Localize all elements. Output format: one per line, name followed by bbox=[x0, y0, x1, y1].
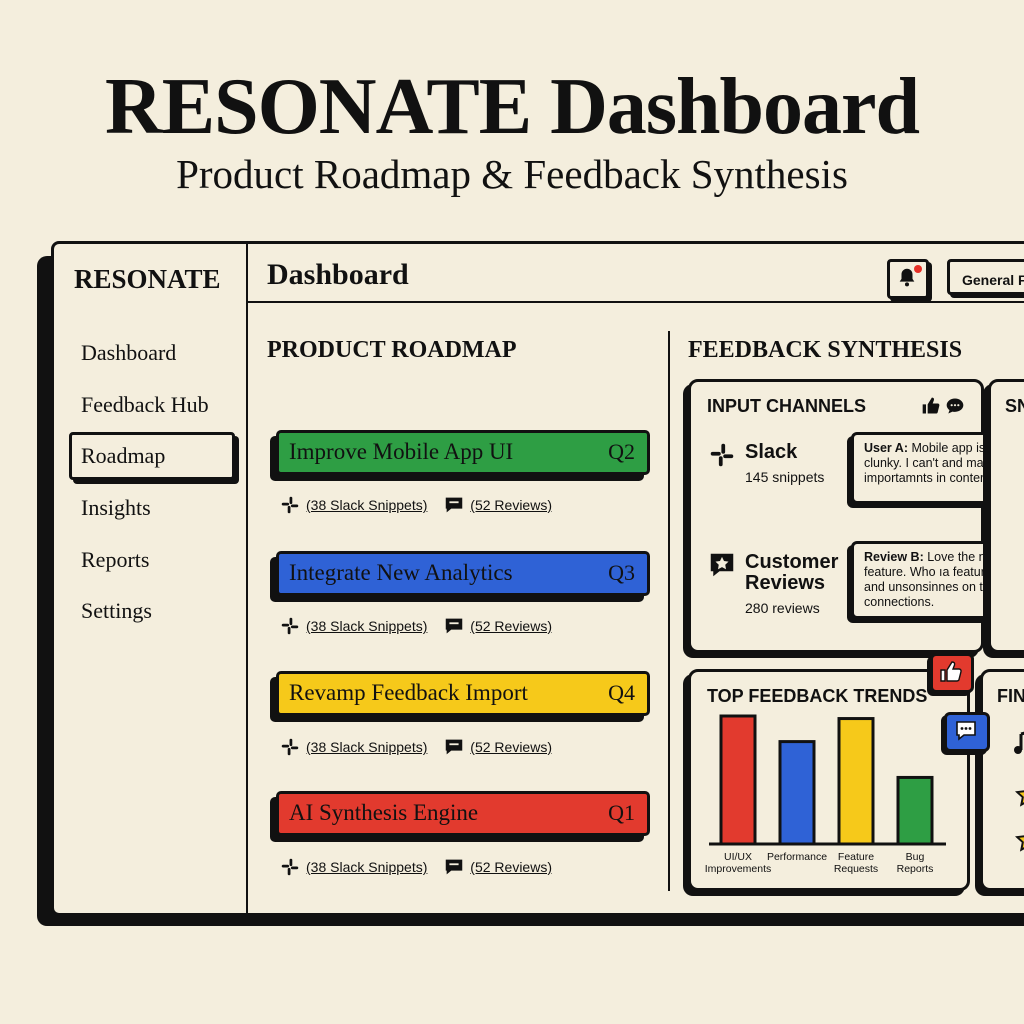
findings-panel: FIN bbox=[980, 669, 1024, 891]
star-chat-icon bbox=[707, 550, 737, 585]
roadmap-card-name: Improve Mobile App UI bbox=[289, 439, 514, 464]
review-icon bbox=[443, 615, 465, 640]
header-title: Dashboard bbox=[267, 258, 409, 291]
chat-reaction-badge bbox=[944, 712, 990, 752]
roadmap-title: PRODUCT ROADMAP bbox=[267, 337, 517, 363]
roadmap-card-name: Revamp Feedback Import bbox=[289, 680, 528, 705]
channel-count-slack: 145 snippets bbox=[745, 469, 825, 485]
chart-category-label: Reports bbox=[897, 863, 934, 875]
sidebar-item-feedback-hub[interactable]: Feedback Hub bbox=[81, 392, 209, 417]
sidebar-item-insights[interactable]: Insights bbox=[81, 495, 151, 520]
bell-icon bbox=[899, 268, 915, 287]
thumbs-up-icon bbox=[940, 661, 962, 682]
chat-icon bbox=[956, 721, 976, 741]
review-icon bbox=[443, 736, 465, 761]
quote-author: Review B: bbox=[864, 550, 924, 564]
quote-line: feature. Who ıa feature ape bbox=[864, 565, 1017, 579]
sidebar-item-roadmap[interactable]: Roadmap bbox=[81, 443, 166, 468]
slack-icon bbox=[279, 856, 301, 881]
slack-snippets-link[interactable]: (38 Slack Snippets) bbox=[306, 618, 428, 635]
chart-bar bbox=[896, 775, 934, 846]
feedback-title: FEEDBACK SYNTHESIS bbox=[688, 337, 963, 363]
review-icon bbox=[443, 856, 465, 881]
feed-select[interactable]: General Fe bbox=[947, 259, 1024, 295]
roadmap-card-quarter: Q3 bbox=[608, 560, 635, 585]
slack-icon bbox=[279, 494, 301, 519]
notification-button[interactable] bbox=[887, 259, 929, 299]
page-title: RESONATE Dashboard bbox=[104, 63, 920, 151]
chart-category-label: Bug bbox=[906, 851, 925, 863]
app-window: RESONATE Dashboard Feedback Hub Roadmap … bbox=[51, 241, 1024, 916]
top-header: Dashboard General Fe bbox=[247, 244, 1024, 303]
chart-category-label: Requests bbox=[834, 863, 878, 875]
reviews-link[interactable]: (52 Reviews) bbox=[470, 739, 552, 756]
channel-count-reviews: 280 reviews bbox=[745, 600, 820, 616]
roadmap-meta: (38 Slack Snippets) (52 Reviews) bbox=[279, 494, 552, 519]
brand-logo: RESONATE bbox=[74, 264, 221, 294]
chart-category-label: UI/UX bbox=[724, 851, 752, 863]
roadmap-meta: (38 Slack Snippets) (52 Reviews) bbox=[279, 736, 552, 761]
snippets-panel: SN bbox=[988, 379, 1024, 653]
quote-line: and unsonsinnes on the an bbox=[864, 580, 1015, 594]
slack-icon bbox=[279, 615, 301, 640]
quote-line: connections. bbox=[864, 595, 935, 609]
roadmap-card-ai-synthesis[interactable]: AI Synthesis Engine Q1 bbox=[276, 791, 650, 836]
thumbs-up-icon bbox=[921, 396, 941, 421]
section-divider bbox=[668, 331, 670, 891]
input-channels-title: INPUT CHANNELS bbox=[707, 396, 867, 416]
roadmap-meta: (38 Slack Snippets) (52 Reviews) bbox=[279, 615, 552, 640]
quote-author: User A: bbox=[864, 441, 908, 455]
roadmap-card-quarter: Q4 bbox=[608, 680, 635, 705]
chart-category-label: Improvements bbox=[705, 863, 772, 875]
sidebar-item-reports[interactable]: Reports bbox=[81, 547, 150, 572]
quote-line: clunky. I can't and mars m bbox=[864, 456, 1008, 470]
reviews-link[interactable]: (52 Reviews) bbox=[470, 859, 552, 876]
sidebar-item-settings[interactable]: Settings bbox=[81, 598, 152, 623]
slack-icon bbox=[279, 736, 301, 761]
chart-bar bbox=[778, 740, 816, 846]
channel-name-slack: Slack bbox=[745, 441, 798, 463]
star-icon bbox=[1014, 827, 1024, 858]
star-icon bbox=[1014, 782, 1024, 813]
slack-snippets-link[interactable]: (38 Slack Snippets) bbox=[306, 497, 428, 514]
music-note-icon bbox=[1013, 730, 1024, 761]
slack-snippets-link[interactable]: (38 Slack Snippets) bbox=[306, 739, 428, 756]
findings-panel-title: FIN bbox=[997, 686, 1024, 706]
like-reaction-badge bbox=[930, 653, 974, 693]
reviews-link[interactable]: (52 Reviews) bbox=[470, 497, 552, 514]
roadmap-meta: (38 Slack Snippets) (52 Reviews) bbox=[279, 856, 552, 881]
quote-line: importamnts in conter. bbox=[864, 471, 987, 485]
channel-name-reviews-line1: Customer bbox=[745, 551, 839, 573]
chart-bar bbox=[719, 714, 757, 846]
roadmap-card-name: AI Synthesis Engine bbox=[289, 800, 479, 825]
roadmap-card-feedback-import[interactable]: Revamp Feedback Import Q4 bbox=[276, 671, 650, 716]
trends-title: TOP FEEDBACK TRENDS bbox=[707, 686, 928, 706]
chart-bar bbox=[837, 717, 875, 846]
chart-category-label: Feature bbox=[838, 851, 874, 863]
roadmap-card-quarter: Q2 bbox=[608, 439, 635, 464]
chat-icon bbox=[945, 396, 965, 421]
slack-snippets-link[interactable]: (38 Slack Snippets) bbox=[306, 859, 428, 876]
nav-active-highlight bbox=[69, 432, 235, 480]
quote-line: Mobile app is a bit bbox=[911, 441, 1013, 455]
sidebar-item-dashboard[interactable]: Dashboard bbox=[81, 340, 177, 365]
roadmap-card-analytics[interactable]: Integrate New Analytics Q3 bbox=[276, 551, 650, 596]
page-subtitle: Product Roadmap & Feedback Synthesis bbox=[176, 151, 848, 197]
reviews-link[interactable]: (52 Reviews) bbox=[470, 618, 552, 635]
snippets-panel-title: SN bbox=[1005, 396, 1024, 416]
review-icon bbox=[443, 494, 465, 519]
chart-category-label: Performance bbox=[767, 851, 827, 863]
channel-name-reviews-line2: Reviews bbox=[745, 572, 826, 594]
roadmap-card-mobile-ui[interactable]: Improve Mobile App UI Q2 bbox=[276, 430, 650, 475]
slack-icon bbox=[707, 440, 737, 475]
sidebar: RESONATE Dashboard Feedback Hub Roadmap … bbox=[54, 244, 248, 913]
notification-dot bbox=[914, 265, 922, 273]
roadmap-card-quarter: Q1 bbox=[608, 800, 635, 825]
roadmap-card-name: Integrate New Analytics bbox=[289, 560, 513, 585]
